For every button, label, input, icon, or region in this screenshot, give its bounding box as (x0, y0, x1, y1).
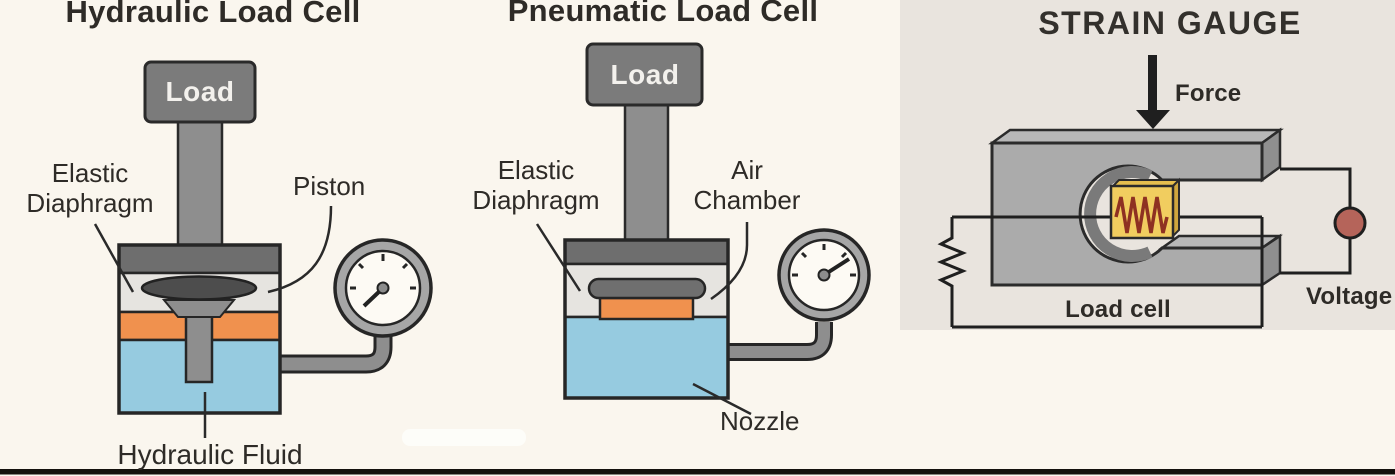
load-cell-label: Load cell (1065, 296, 1171, 323)
pneumatic-load-stem (623, 100, 670, 247)
pneumatic-air-chamber-orange (598, 296, 695, 321)
pneumatic-fluid-blue (563, 315, 730, 400)
output-wire-top (1280, 167, 1352, 208)
label-line: Diaphragm (472, 185, 600, 215)
strain-title: STRAIN GAUGE (1038, 5, 1302, 41)
force-label: Force (1175, 80, 1242, 107)
nozzle-label: Nozzle (720, 406, 800, 436)
piston-label: Piston (293, 171, 366, 201)
bottom-rule (0, 469, 1395, 475)
leader-piston (267, 205, 333, 294)
hydraulic-pressure-gauge (333, 238, 433, 338)
strain-gauge-diagram (937, 55, 1367, 329)
air-chamber-label: Air Chamber (694, 155, 801, 215)
label-line: Air (731, 155, 763, 185)
label-line: Elastic (497, 155, 575, 185)
white-patch (402, 429, 526, 446)
voltage-indicator-dot (1333, 206, 1367, 240)
pneumatic-load-text: Load (610, 59, 680, 90)
output-wire-bottom (1280, 238, 1352, 275)
hydraulic-pipe (280, 334, 390, 371)
voltage-label: Voltage (1306, 283, 1393, 310)
circuit-resistor (937, 217, 967, 327)
pneumatic-diagram (535, 42, 871, 416)
strain-zigzag (1114, 196, 1169, 234)
gauge-hub (817, 268, 831, 282)
hydraulic-piston-disc (140, 275, 258, 301)
force-arrow-shaft (1148, 55, 1157, 112)
hydraulic-fluid-label: Hydraulic Fluid (117, 439, 303, 470)
pneumatic-cylinder-cap (563, 238, 730, 266)
gauge-ticks (350, 254, 416, 290)
label-line: Elastic (51, 158, 129, 188)
pneumatic-elastic-diaphragm-label: Elastic Diaphragm (472, 155, 599, 215)
pneumatic-title: Pneumatic Load Cell (507, 0, 819, 28)
pneumatic-cylinder-outline (563, 238, 730, 400)
gauge-ticks (792, 244, 856, 277)
pneumatic-diaphragm-pill (587, 277, 707, 300)
leader-air-chamber (710, 222, 749, 301)
block-top-face (988, 128, 1284, 145)
label-line: Chamber (693, 185, 801, 215)
hydraulic-diagram (93, 60, 433, 438)
pneumatic-pipe (728, 322, 830, 358)
force-arrow-head (1136, 110, 1170, 129)
hydraulic-load-block (143, 60, 257, 124)
gauge-hub (376, 281, 390, 295)
label-line: Diaphragm (26, 188, 154, 218)
hydraulic-cylinder-cap (117, 243, 282, 275)
hydraulic-load-stem (176, 116, 224, 250)
hydraulic-load-text: Load (165, 76, 235, 107)
pneumatic-pressure-gauge (777, 228, 871, 322)
pneumatic-load-block (585, 42, 704, 107)
leader-nozzle (692, 382, 752, 416)
hydraulic-title: Hydraulic Load Cell (65, 0, 361, 29)
hydraulic-elastic-diaphragm-label: Elastic Diaphragm (26, 158, 153, 218)
block-hole-shading (1084, 166, 1153, 262)
leader-elastic-diaphragm-mid (535, 223, 582, 292)
hydraulic-cylinder-outline (117, 243, 282, 415)
leader-elastic-diaphragm-left (93, 223, 135, 293)
